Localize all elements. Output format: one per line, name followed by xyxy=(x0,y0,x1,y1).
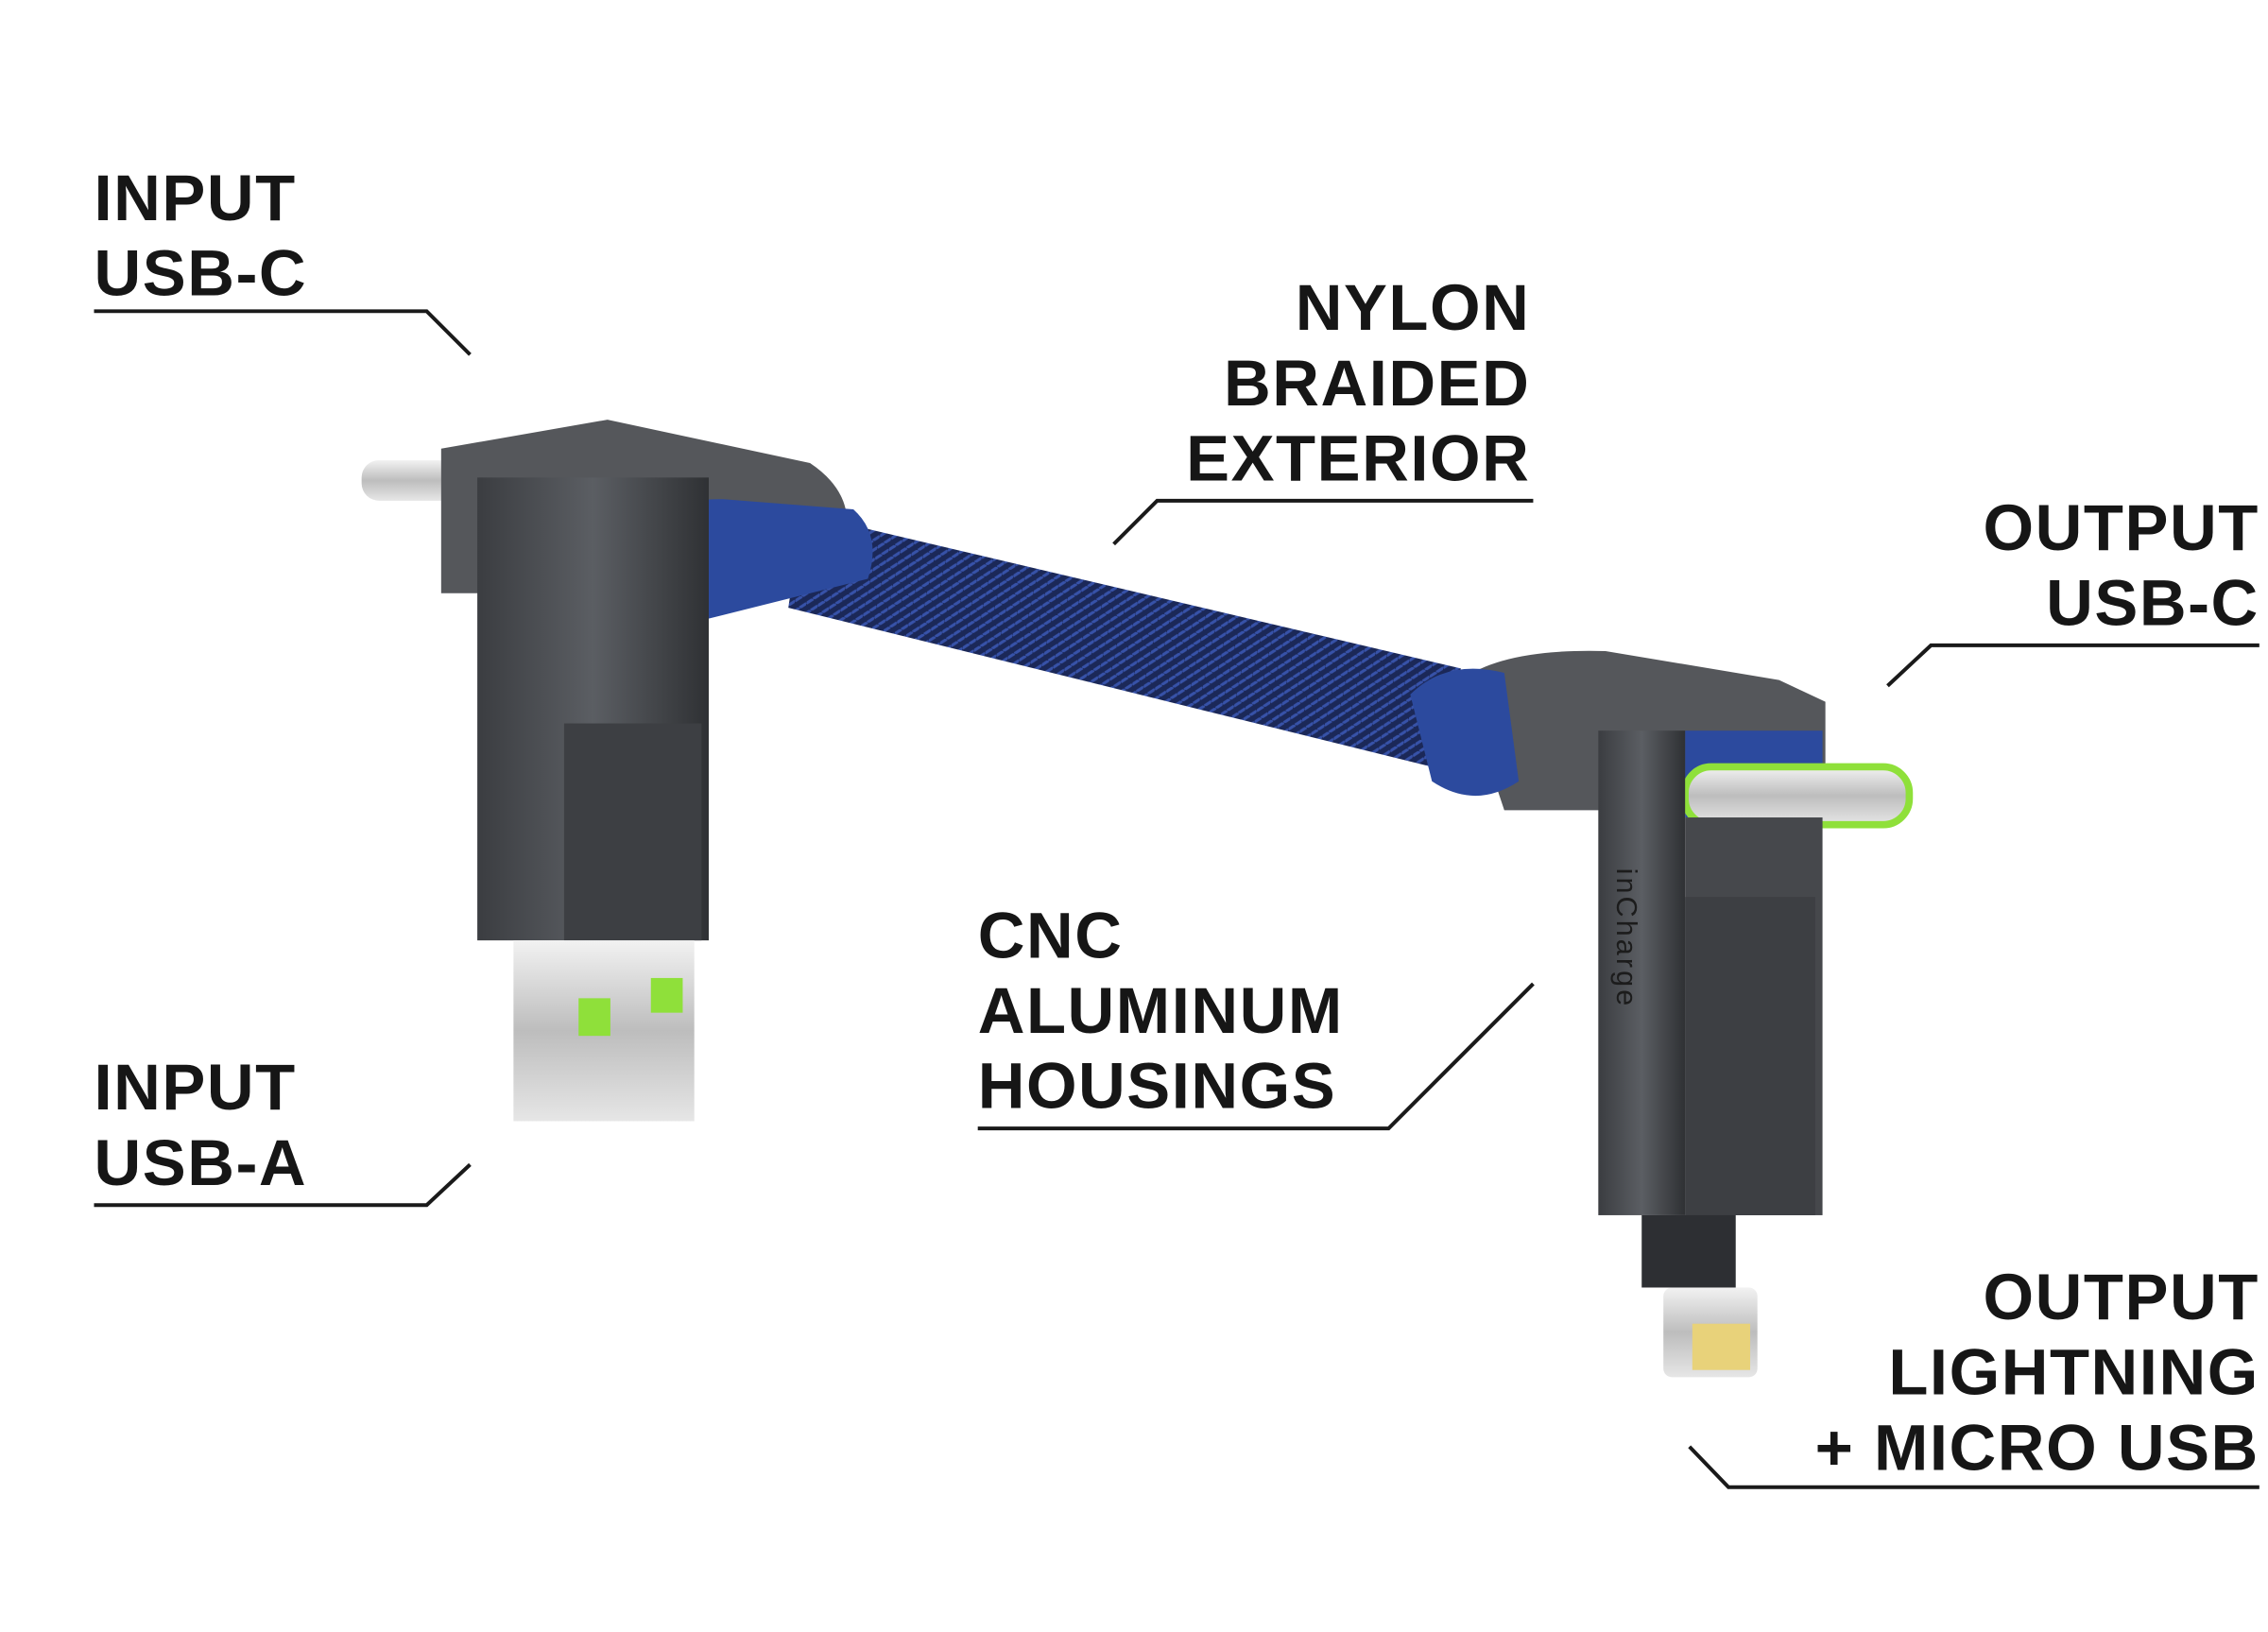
svg-text:CNC: CNC xyxy=(978,900,1124,972)
svg-text:EXTERIOR: EXTERIOR xyxy=(1186,421,1530,494)
label-input-usb-c: INPUT USB-C xyxy=(94,162,472,356)
left-connector xyxy=(361,420,873,1122)
svg-text:INPUT: INPUT xyxy=(94,1051,296,1124)
svg-text:ALUMINUM: ALUMINUM xyxy=(978,974,1344,1047)
svg-text:OUTPUT: OUTPUT xyxy=(1984,491,2259,564)
leader-line xyxy=(1112,498,1534,546)
label-input-usb-a: INPUT USB-A xyxy=(94,1051,472,1208)
leader-line xyxy=(1688,1445,2259,1489)
label-nylon-braided: NYLON BRAIDED EXTERIOR xyxy=(1112,271,1534,546)
leader-line xyxy=(1886,643,2259,688)
svg-text:OUTPUT: OUTPUT xyxy=(1984,1261,2259,1333)
braided-cable xyxy=(788,513,1461,767)
label-cnc-aluminum: CNC ALUMINUM HOUSINGS xyxy=(977,900,1535,1131)
leader-line xyxy=(94,309,472,356)
svg-text:BRAIDED: BRAIDED xyxy=(1224,347,1530,420)
leader-line xyxy=(977,982,1535,1131)
label-output-lightning: OUTPUT LIGHTNING + MICRO USB xyxy=(1688,1261,2259,1489)
svg-text:NYLON: NYLON xyxy=(1296,271,1531,344)
svg-text:USB-C: USB-C xyxy=(2046,566,2259,639)
svg-text:HOUSINGS: HOUSINGS xyxy=(978,1050,1337,1123)
right-connector: inCharge xyxy=(1410,650,1914,1378)
brand-text: inCharge xyxy=(1610,868,1642,1009)
svg-text:LIGHTNING: LIGHTNING xyxy=(1888,1336,2259,1409)
svg-text:+ MICRO USB: + MICRO USB xyxy=(1815,1411,2259,1484)
svg-text:USB-C: USB-C xyxy=(94,236,307,309)
svg-text:USB-A: USB-A xyxy=(94,1126,307,1199)
leader-line xyxy=(94,1162,472,1208)
label-output-usb-c: OUTPUT USB-C xyxy=(1886,491,2259,688)
svg-text:INPUT: INPUT xyxy=(94,162,296,234)
